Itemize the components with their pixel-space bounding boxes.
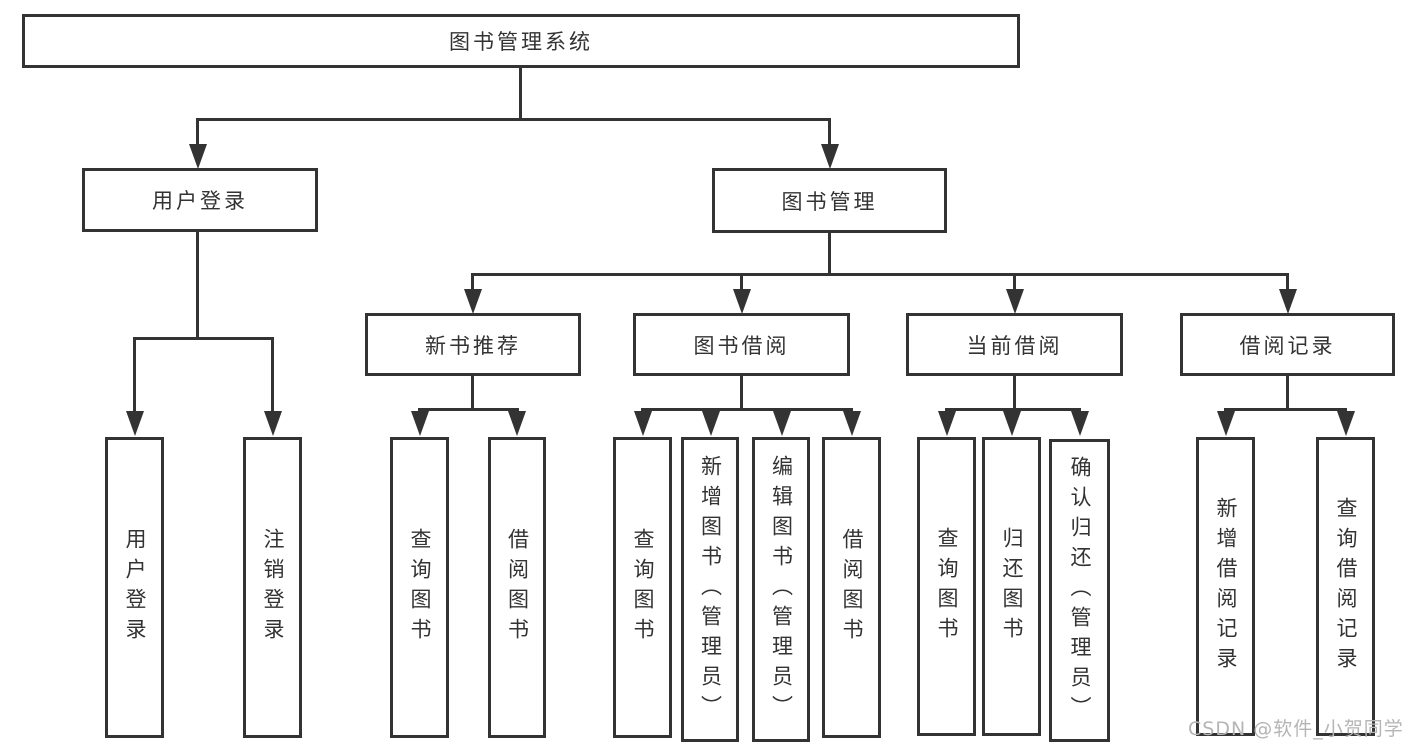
connector-line — [196, 118, 831, 121]
node-label: 图书借阅 — [693, 333, 790, 358]
node-current-borrow: 当前借阅 — [906, 313, 1123, 376]
connector-line — [471, 376, 474, 408]
leaf-label: 新增借阅记录 — [1214, 496, 1238, 677]
arrow-down-icon — [264, 411, 282, 436]
node-label: 新书推荐 — [425, 333, 521, 358]
arrow-down-icon — [508, 411, 526, 436]
leaf-label: 确认归还（管理员） — [1068, 455, 1092, 726]
arrow-down-icon — [1279, 289, 1297, 314]
arrow-down-icon — [1006, 289, 1024, 314]
connector-line — [133, 337, 274, 340]
leaf-return-book: 归还图书 — [982, 437, 1041, 736]
node-label: 当前借阅 — [966, 333, 1063, 358]
connector-line — [740, 273, 743, 293]
arrow-down-icon — [1071, 411, 1089, 436]
leaf-label: 查询图书 — [631, 527, 655, 648]
arrow-down-icon — [1003, 411, 1021, 436]
connector-line — [828, 233, 831, 273]
connector-line — [1224, 408, 1347, 411]
node-book-management: 图书管理 — [712, 168, 947, 233]
connector-line — [519, 68, 522, 118]
arrow-down-icon — [1337, 411, 1355, 436]
connector-line — [1286, 273, 1289, 293]
csdn-watermark: CSDN @软件_小贺同学 — [1188, 718, 1404, 740]
node-label: 图书管理 — [781, 189, 878, 214]
connector-line — [418, 408, 519, 411]
leaf-label: 新增图书（管理员） — [698, 454, 723, 725]
connector-line — [828, 118, 831, 148]
arrow-down-icon — [773, 411, 791, 436]
arrow-down-icon — [702, 411, 720, 436]
leaf-label: 查询借阅记录 — [1334, 496, 1358, 677]
connector-line — [196, 232, 199, 337]
node-label: 用户登录 — [152, 189, 248, 213]
arrow-down-icon — [938, 411, 956, 436]
leaf-logout: 注销登录 — [243, 437, 302, 738]
node-label: 借阅记录 — [1239, 333, 1336, 358]
leaf-query-book: 查询图书 — [613, 437, 672, 738]
arrow-down-icon — [821, 144, 839, 169]
connector-line — [471, 273, 474, 293]
node-label: 图书管理系统 — [449, 30, 593, 54]
connector-line — [1013, 273, 1016, 293]
connector-line — [196, 118, 199, 148]
leaf-query-book: 查询图书 — [390, 437, 449, 738]
leaf-label: 用户登录 — [123, 527, 147, 648]
connector-line — [740, 376, 743, 408]
connector-line — [471, 273, 1289, 276]
leaf-label: 借阅图书 — [840, 527, 864, 648]
node-borrow-record: 借阅记录 — [1180, 313, 1395, 376]
leaf-edit-book-admin: 编辑图书（管理员） — [752, 437, 810, 742]
arrow-down-icon — [1217, 411, 1235, 436]
node-new-book-recommend: 新书推荐 — [365, 313, 581, 376]
arrow-down-icon — [634, 411, 652, 436]
leaf-label: 借阅图书 — [505, 527, 530, 648]
node-user-login: 用户登录 — [82, 168, 318, 232]
leaf-label: 归还图书 — [1000, 526, 1024, 647]
node-root-library-system: 图书管理系统 — [22, 14, 1020, 68]
arrow-down-icon — [733, 289, 751, 314]
arrow-down-icon — [126, 411, 144, 436]
leaf-add-borrow-record: 新增借阅记录 — [1196, 437, 1255, 736]
arrow-down-icon — [843, 411, 861, 436]
connector-line — [1286, 376, 1289, 408]
connector-line — [271, 337, 274, 412]
arrow-down-icon — [411, 411, 429, 436]
leaf-label: 查询图书 — [408, 527, 432, 648]
node-book-borrow: 图书借阅 — [633, 313, 850, 376]
leaf-borrow-book: 借阅图书 — [822, 437, 881, 738]
connector-line — [641, 408, 853, 411]
leaf-borrow-book: 借阅图书 — [488, 437, 546, 738]
leaf-label: 编辑图书（管理员） — [769, 454, 794, 725]
connector-line — [945, 408, 1081, 411]
leaf-label: 查询图书 — [935, 526, 959, 647]
leaf-query-book: 查询图书 — [917, 437, 976, 736]
leaf-confirm-return-admin: 确认归还（管理员） — [1049, 439, 1110, 742]
arrow-down-icon — [464, 289, 482, 314]
arrow-down-icon — [189, 144, 207, 169]
leaf-user-login: 用户登录 — [105, 437, 164, 738]
connector-line — [133, 337, 136, 412]
connector-line — [1013, 376, 1016, 408]
leaf-label: 注销登录 — [261, 527, 285, 648]
leaf-add-book-admin: 新增图书（管理员） — [681, 437, 739, 742]
leaf-query-borrow-record: 查询借阅记录 — [1316, 437, 1375, 736]
